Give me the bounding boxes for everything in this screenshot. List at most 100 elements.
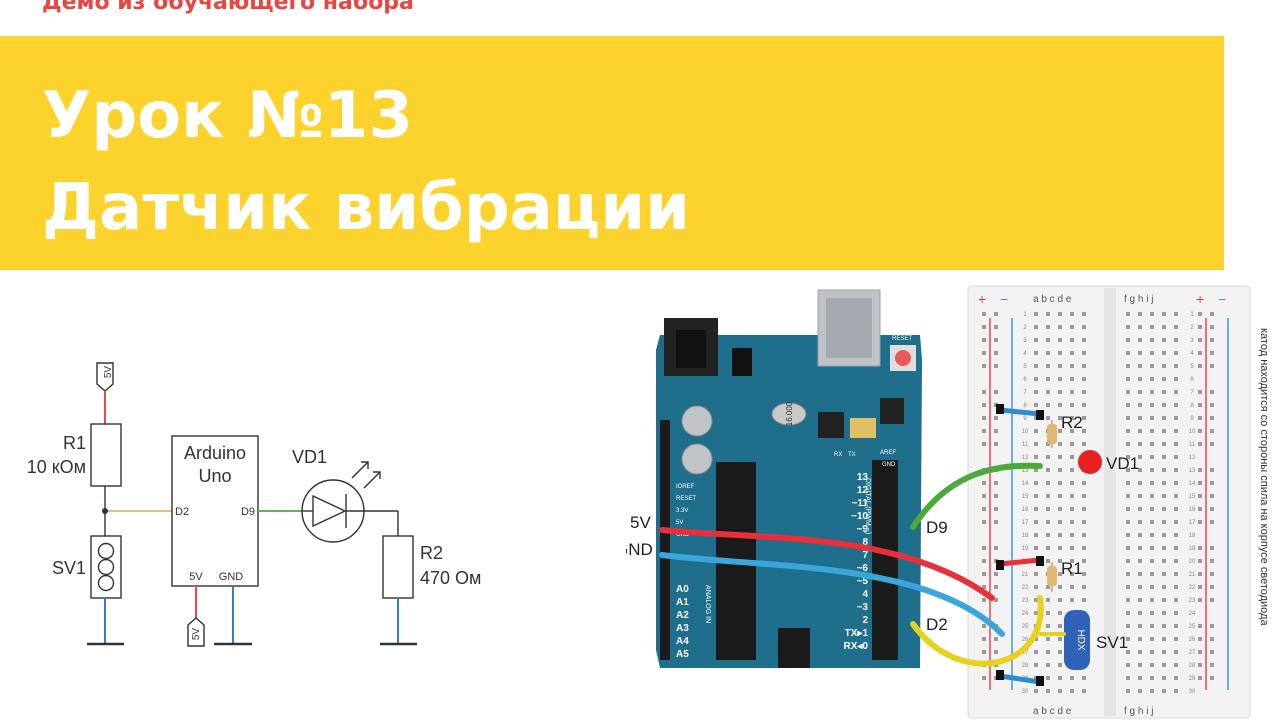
analog-pin-label: A1 [676,597,689,608]
digital-pin-label: ~10 [851,511,868,522]
breadboard-hole [1126,637,1130,641]
breadboard-hole [1046,325,1050,329]
rail-hole [1198,481,1202,485]
rail-hole [994,507,998,511]
breadboard-hole [1082,442,1086,446]
lesson-title: Датчик вибрации [42,171,690,245]
arduino-name-line2: Uno [198,466,231,486]
wire-d2 [910,595,1044,667]
cathode-note: катод находится со стороны спила на корп… [1258,328,1270,626]
rail-hole [982,585,986,589]
row-number: 11 [1189,442,1196,448]
breadboard-hole [1034,390,1038,394]
breadboard-hole [1058,351,1062,355]
breadboard-hole [1126,481,1130,485]
rail-hole [1210,624,1214,628]
breadboard-hole [1082,429,1086,433]
rail-hole [994,390,998,394]
rail-hole [982,351,986,355]
breadboard-hole [1126,611,1130,615]
breadboard-hole [1070,351,1074,355]
breadboard-hole [1034,689,1038,693]
breadboard-hole [1058,455,1062,459]
rail-hole [982,312,986,316]
breadboard-hole [1162,624,1166,628]
rail-hole [994,429,998,433]
breadboard-hole [1034,546,1038,550]
breadboard-hole [1126,507,1130,511]
digital-pin-label: 13 [857,472,869,483]
rail-hole [1210,676,1214,680]
bb-minus-right: − [1218,291,1226,307]
breadboard-hole [1082,585,1086,589]
breadboard-hole [1150,676,1154,680]
breadboard-hole [1162,468,1166,472]
row-number: 10 [1189,429,1196,435]
breadboard-hole [1138,481,1142,485]
breadboard-hole [1174,351,1178,355]
breadboard-hole [1070,403,1074,407]
rail-hole [1210,429,1214,433]
breadboard-hole [1070,325,1074,329]
breadboard-hole [1082,312,1086,316]
breadboard-hole [1162,507,1166,511]
breadboard-hole [1138,429,1142,433]
rail-hole [982,676,986,680]
breadboard-hole [1046,416,1050,420]
breadboard-hole [1174,533,1178,537]
breadboard-hole [1150,442,1154,446]
breadboard-hole [1150,520,1154,524]
digital-pin-label: ~6 [857,563,869,574]
breadboard-hole [1162,650,1166,654]
wire-5v [659,527,995,601]
rail-hole [994,598,998,602]
rail-hole [1210,572,1214,576]
breadboard-hole [1082,338,1086,342]
breadboard-hole [1162,663,1166,667]
row-number: 3 [1023,338,1027,344]
breadboard-hole [1126,442,1130,446]
breadboard-hole [1058,468,1062,472]
breadboard-hole [1058,689,1062,693]
r2-name: R2 [420,543,443,563]
rail-hole [994,338,998,342]
breadboard-hole [1162,364,1166,368]
breadboard-hole [1046,494,1050,498]
rail-hole [994,637,998,641]
breadboard-hole [1058,312,1062,316]
rail-hole [982,429,986,433]
label-5v: 5V [630,513,651,532]
row-number: 26 [1022,637,1029,643]
breadboard-hole [1150,325,1154,329]
breadboard-hole [1162,455,1166,459]
breadboard-hole [1162,377,1166,381]
breadboard-hole [1034,650,1038,654]
breadboard-hole [1138,390,1142,394]
rail-hole [1198,559,1202,563]
breadboard-hole [1070,572,1074,576]
supply-top-label: 5V [103,366,114,379]
breadboard-hole [1150,455,1154,459]
breadboard-hole [1150,546,1154,550]
arduino-board: RESET 16.000 1312~11~10~987~6~54~32TX▸1R… [656,289,922,668]
breadboard-hole [1082,598,1086,602]
row-number: 13 [1022,468,1029,474]
board-crystal: 16.000 [785,401,794,426]
rail-hole [1198,338,1202,342]
label-d9: D9 [926,518,948,537]
digital-pin-label: 12 [857,485,869,496]
rail-hole [1210,650,1214,654]
breadboard-hole [1082,494,1086,498]
breadboard-hole [1162,585,1166,589]
analog-pin-label: A0 [676,584,689,595]
breadboard-hole [1046,585,1050,589]
breadboard-hole [1138,650,1142,654]
row-number: 6 [1023,377,1027,383]
row-number: 30 [1022,689,1029,695]
row-number: 17 [1022,520,1029,526]
breadboard-hole [1138,663,1142,667]
digital-pin-label: 4 [862,589,868,600]
breadboard-hole [1070,364,1074,368]
breadboard-hole [1058,364,1062,368]
breadboard-hole [1082,520,1086,524]
